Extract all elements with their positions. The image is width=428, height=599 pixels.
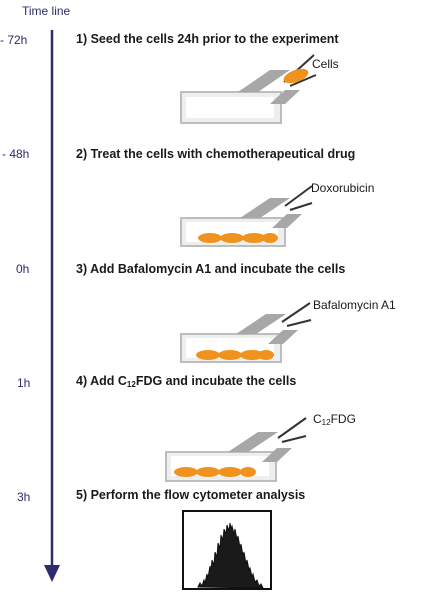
reagent-4-sub: 12 xyxy=(321,418,331,427)
flow-histogram xyxy=(182,510,272,590)
reagent-label-4: C12FDG xyxy=(313,412,356,427)
timeline-title: Time line xyxy=(22,4,71,18)
flask-4 xyxy=(165,417,307,482)
step-3-title: 3) Add Bafalomycin A1 and incubate the c… xyxy=(76,262,346,276)
cells-layer-3 xyxy=(196,350,274,360)
histogram-peak xyxy=(197,522,264,589)
reagent-label-3: Bafalomycin A1 xyxy=(313,298,396,312)
step-4-title: 4) Add C12FDG and incubate the cells xyxy=(76,374,296,389)
cells-layer-4 xyxy=(174,467,256,477)
time-label-step-1: - 72h xyxy=(0,33,28,47)
pipette-4 xyxy=(277,417,307,439)
flask-3 xyxy=(180,302,312,363)
step-5-title: 5) Perform the flow cytometer analysis xyxy=(76,488,306,502)
timeline-arrowhead xyxy=(44,565,60,582)
time-label-step-5: 3h xyxy=(17,490,31,504)
pipette-2 xyxy=(284,185,313,207)
step-2-title: 2) Treat the cells with chemotherapeutic… xyxy=(76,147,356,161)
reagent-4-pre: C xyxy=(313,412,322,426)
cells-layer-2 xyxy=(198,233,278,243)
time-label-step-3: 0h xyxy=(16,262,30,276)
pipette-3 xyxy=(281,302,311,323)
time-label-step-4: 1h xyxy=(17,376,31,390)
reagent-4-post: FDG xyxy=(330,412,356,426)
cells-droplet xyxy=(283,68,309,84)
reagent-label-2: Doxorubicin xyxy=(311,181,375,195)
reagent-label-1: Cells xyxy=(312,57,339,71)
flask-2 xyxy=(180,185,313,247)
step-4-title-post: FDG and incubate the cells xyxy=(135,374,297,388)
step-4-title-sub: 12 xyxy=(126,380,136,389)
time-label-step-2: - 48h xyxy=(2,147,30,161)
flask-1 xyxy=(180,54,317,124)
step-4-title-pre: 4) Add C xyxy=(76,374,127,388)
step-1-title: 1) Seed the cells 24h prior to the exper… xyxy=(76,32,339,46)
